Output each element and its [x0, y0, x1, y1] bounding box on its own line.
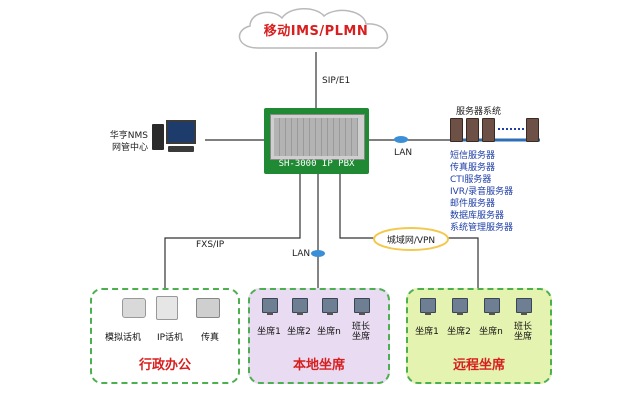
agent-computer-icon — [484, 298, 500, 315]
lan-switch-icon-right — [394, 136, 408, 143]
agent-computer-icon — [516, 298, 532, 315]
zone-remote-title: 远程坐席 — [452, 358, 505, 373]
fxs-link-label: FXS/IP — [196, 240, 225, 250]
pbx-chassis — [270, 114, 365, 160]
servers-title: 服务器系统 — [456, 107, 502, 117]
line-pbx-admin — [164, 174, 301, 288]
agent-computer-icon — [262, 298, 278, 315]
server-item: 传真服务器 — [450, 163, 496, 173]
server-item: 邮件服务器 — [450, 199, 496, 209]
pbx-label: SH-3000 IP PBX — [278, 159, 355, 169]
admin-node-label: 传真 — [200, 333, 219, 343]
analog-phone-icon — [122, 298, 146, 318]
lan-mid-label: LAN — [292, 249, 311, 259]
remote-node-label: 坐席n — [479, 327, 503, 337]
zone-local: 坐席1 坐席2 坐席n 班长 坐席 本地坐席 — [248, 288, 390, 384]
server-icon-2 — [466, 118, 479, 142]
local-node-label: 坐席2 — [287, 327, 311, 337]
cloud-shape — [238, 8, 389, 49]
zone-admin: 模拟话机 IP话机 传真 行政办公 — [90, 288, 240, 384]
local-node-label: 班长 坐席 — [351, 322, 370, 342]
agent-computer-icon — [322, 298, 338, 315]
ip-phone-icon — [156, 296, 178, 320]
agent-computer-icon — [354, 298, 370, 315]
admin-node-label: 模拟话机 — [104, 333, 141, 343]
remote-node-label: 班长 坐席 — [513, 322, 532, 342]
server-item: 数据库服务器 — [450, 211, 505, 221]
nms-label-1: 华亨NMS — [109, 131, 148, 141]
lan-right-label: LAN — [394, 148, 413, 158]
zone-admin-title: 行政办公 — [138, 358, 191, 373]
server-list: 短信服务器 传真服务器 CTI服务器 IVR/录音服务器 邮件服务器 数据库服务… — [450, 150, 513, 234]
agent-computer-icon — [292, 298, 308, 315]
server-item: 系统管理服务器 — [450, 223, 514, 233]
remote-node-label: 坐席1 — [415, 327, 439, 337]
server-icon-1 — [450, 118, 463, 142]
local-node-label: 坐席1 — [257, 327, 281, 337]
wan-cloud-shape — [373, 227, 449, 251]
server-item: 短信服务器 — [450, 151, 496, 161]
wan-link-label: 城域网/VPN — [386, 236, 436, 246]
server-ellipsis — [498, 128, 524, 130]
lan-switch-icon-mid — [311, 250, 325, 257]
agent-computer-icon — [420, 298, 436, 315]
fax-icon — [196, 298, 220, 318]
nms-label-2: 网管中心 — [111, 143, 148, 153]
zone-local-title: 本地坐席 — [292, 358, 345, 373]
agent-computer-icon — [452, 298, 468, 315]
server-icon-3 — [482, 118, 495, 142]
admin-node-label: IP话机 — [156, 333, 184, 343]
server-icon-4 — [526, 118, 539, 142]
server-item: CTI服务器 — [450, 175, 492, 185]
zone-remote: 坐席1 坐席2 坐席n 班长 坐席 远程坐席 — [406, 288, 552, 384]
cloud-label: 移动IMS/PLMN — [263, 24, 369, 39]
pbx-device: SH-3000 IP PBX — [264, 108, 369, 174]
server-item: IVR/录音服务器 — [450, 187, 514, 197]
nms-computer-icon — [150, 118, 196, 158]
remote-node-label: 坐席2 — [447, 327, 471, 337]
sip-link-label: SIP/E1 — [322, 76, 351, 86]
local-node-label: 坐席n — [317, 327, 341, 337]
